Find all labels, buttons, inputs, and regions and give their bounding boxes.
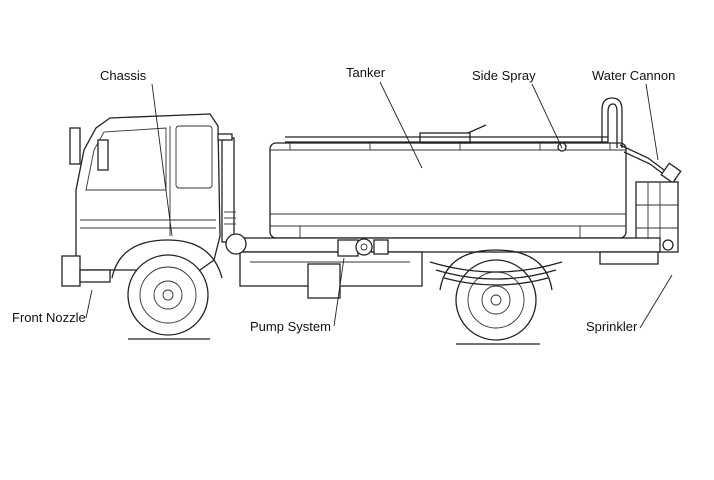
label-pump-system: Pump System xyxy=(250,319,331,334)
leaf-spring xyxy=(429,261,563,286)
label-chassis: Chassis xyxy=(100,68,147,83)
label-water-cannon: Water Cannon xyxy=(592,68,675,83)
pump-unit xyxy=(337,238,389,257)
label-sprinkler: Sprinkler xyxy=(586,319,638,334)
front-fender xyxy=(111,239,223,279)
manhole-cover xyxy=(419,124,487,144)
chassis-frame xyxy=(239,237,661,299)
label-front-nozzle: Front Nozzle xyxy=(12,310,86,325)
water-cannon-pipe xyxy=(601,97,682,184)
tanker-body xyxy=(269,142,627,239)
label-side-spray: Side Spray xyxy=(472,68,536,83)
leader-lines xyxy=(85,81,673,329)
exhaust-stack xyxy=(217,133,247,255)
front-bumper xyxy=(61,255,111,287)
front-wheel xyxy=(127,254,210,340)
cab xyxy=(69,113,221,271)
rear-wheel xyxy=(439,249,553,345)
label-tanker: Tanker xyxy=(346,65,386,80)
